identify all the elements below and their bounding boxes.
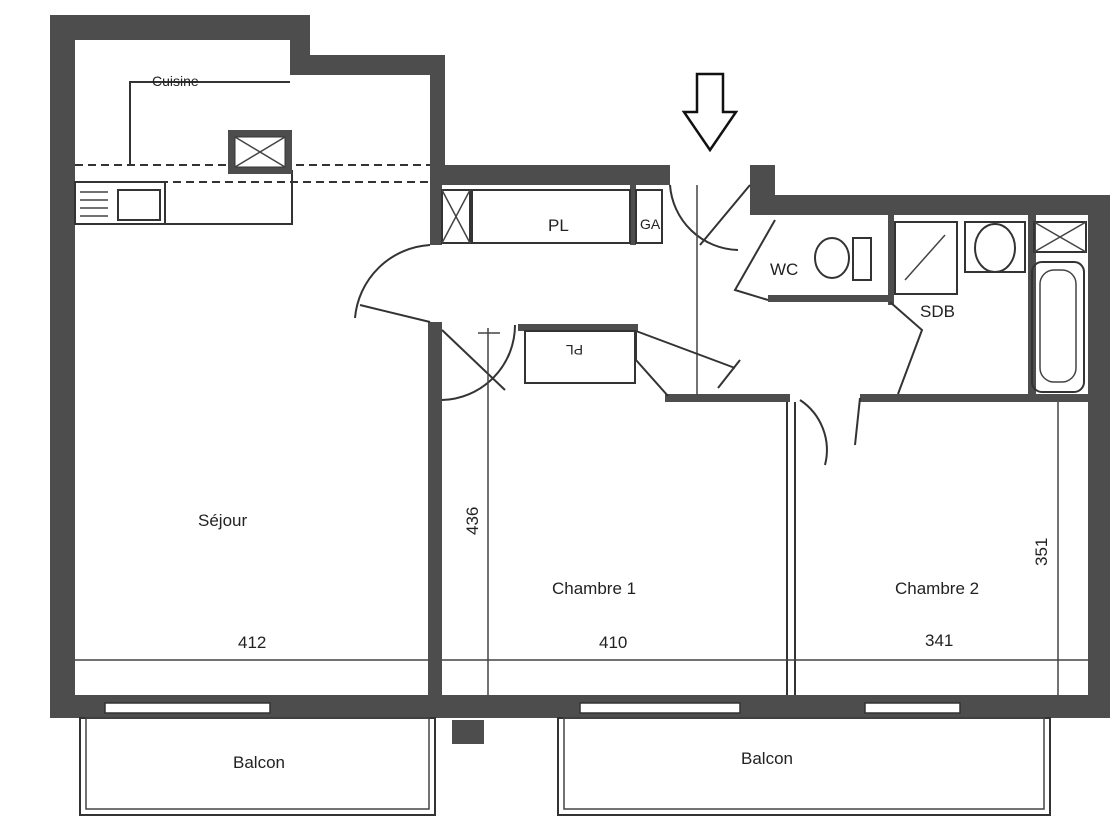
label-sdb: SDB [920, 302, 955, 321]
hall-fixtures [354, 184, 751, 695]
bathroom-fixtures [733, 219, 1087, 395]
kitchen-fixtures [74, 81, 430, 225]
label-cuisine: Cuisine [152, 73, 199, 89]
label-balcon-left: Balcon [233, 753, 285, 772]
windows [104, 702, 961, 714]
down-arrow-icon [681, 72, 739, 153]
balconies [79, 717, 1051, 816]
label-balcon-right: Balcon [741, 749, 793, 768]
label-chambre1: Chambre 1 [552, 579, 636, 598]
dim-chambre2-width: 341 [925, 631, 953, 650]
label-placard-hall: PL [548, 216, 569, 235]
dim-sejour-width: 412 [238, 633, 266, 652]
dim-chambre1-depth: 436 [463, 507, 482, 535]
label-placard-chambre: PL [566, 342, 583, 358]
walls [50, 15, 1110, 744]
label-sejour: Séjour [198, 511, 247, 530]
label-chambre2: Chambre 2 [895, 579, 979, 598]
dim-chambre2-depth: 351 [1032, 538, 1051, 566]
dim-chambre1-width: 410 [599, 633, 627, 652]
bedroom-lines [75, 397, 1088, 695]
label-gaine: GA [640, 216, 661, 232]
label-wc: WC [770, 260, 798, 279]
